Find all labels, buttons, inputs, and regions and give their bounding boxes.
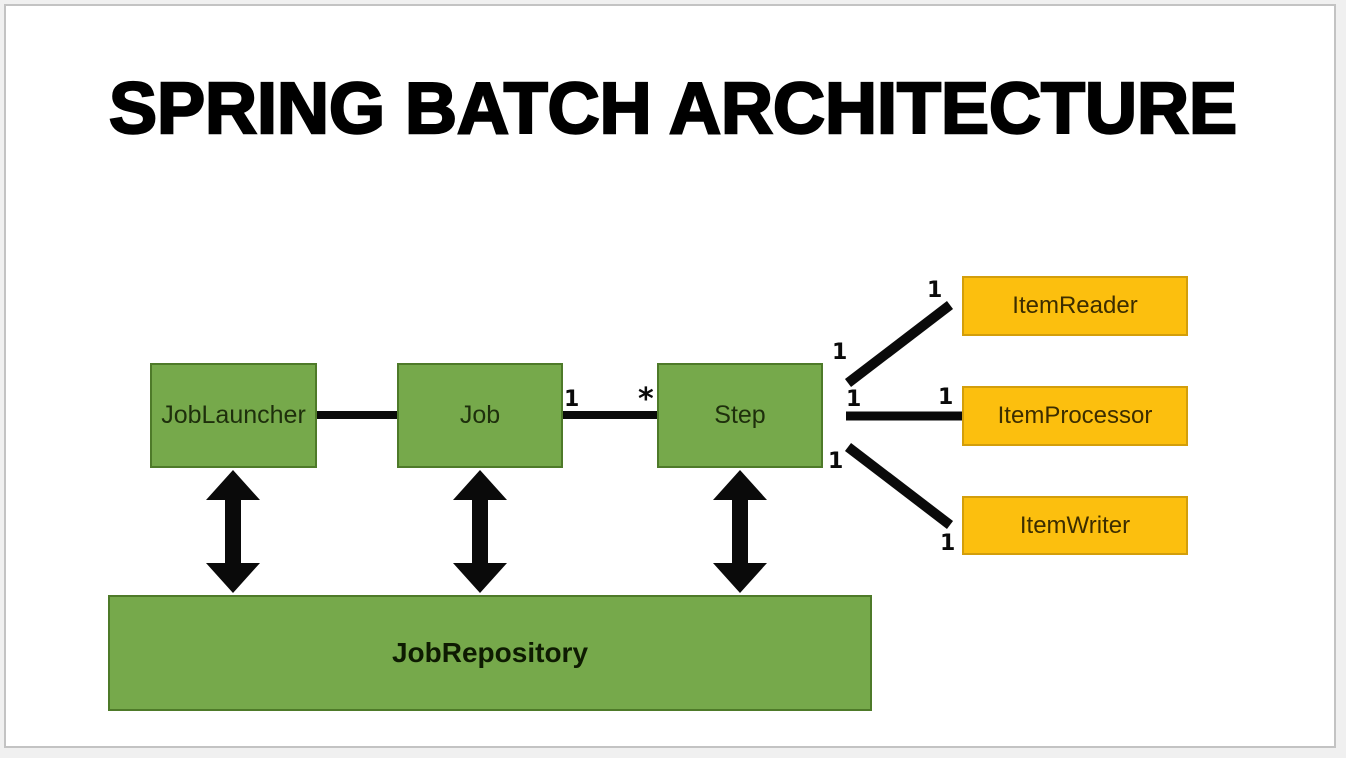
- node-job: Job: [397, 363, 563, 468]
- node-itemwriter-label: ItemWriter: [1019, 511, 1131, 539]
- multiplicity-step-to-reader-target: 1: [927, 278, 943, 303]
- node-itemreader-label: ItemReader: [1012, 292, 1138, 319]
- node-joblauncher-label: JobLauncher: [161, 401, 306, 429]
- node-jobrepository: JobRepository: [108, 595, 872, 711]
- multiplicity-step-to-processor-target: 1: [938, 385, 954, 410]
- multiplicity-job-to-step-source: 1: [564, 387, 580, 412]
- node-joblauncher: JobLauncher: [150, 363, 317, 468]
- page-title: SPRING BATCH ARCHITECTURE: [108, 68, 1238, 150]
- multiplicity-step-to-writer-source: 1: [828, 449, 844, 474]
- multiplicity-job-to-step-target: *: [638, 382, 654, 417]
- node-itemreader: ItemReader: [962, 276, 1188, 336]
- multiplicity-step-to-writer-target: 1: [940, 531, 956, 556]
- node-step-label: Step: [714, 401, 766, 429]
- multiplicity-step-to-reader-source: 1: [832, 340, 848, 365]
- node-itemwriter: ItemWriter: [962, 496, 1188, 555]
- node-itemprocessor: ItemProcessor: [962, 386, 1188, 446]
- node-jobrepository-label: JobRepository: [391, 637, 589, 668]
- multiplicity-step-to-processor-source: 1: [846, 387, 862, 412]
- node-job-label: Job: [459, 401, 501, 429]
- node-itemprocessor-label: ItemProcessor: [997, 402, 1153, 429]
- node-step: Step: [657, 363, 823, 468]
